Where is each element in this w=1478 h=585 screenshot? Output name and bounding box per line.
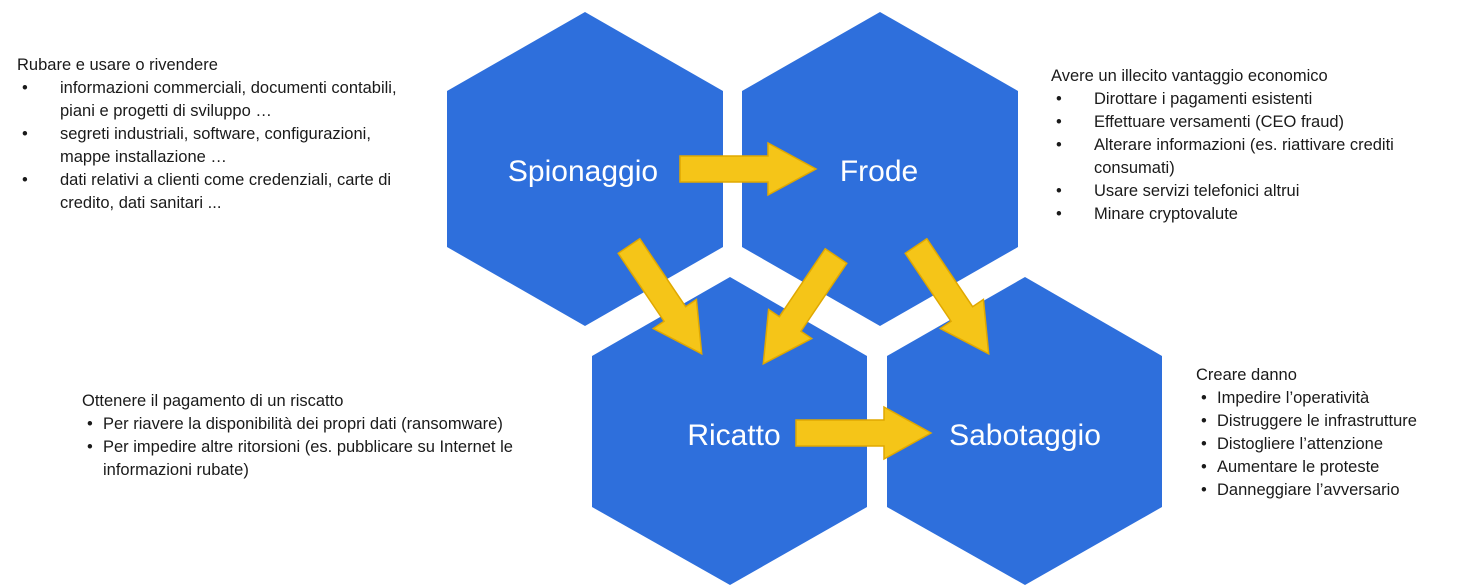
- hexagon-sabotaggio: [887, 277, 1162, 585]
- sabotaggio-description: Creare danno •Impedire l’operatività •Di…: [1196, 364, 1476, 502]
- hexagon-ricatto: [592, 277, 867, 585]
- list-item: •segreti industriali, software, configur…: [22, 125, 371, 166]
- arrow-frode-to-ricatto: [762, 247, 848, 366]
- list-item: •Dirottare i pagamenti esistenti: [1056, 90, 1313, 108]
- list-item: •Usare servizi telefonici altrui: [1056, 182, 1300, 200]
- list-item: •Per impedire altre ritorsioni (es. pubb…: [87, 438, 513, 479]
- frode-description: Avere un illecito vantaggio economico •D…: [1051, 65, 1471, 226]
- list-item: •informazioni commerciali, documenti con…: [22, 79, 397, 120]
- label-frode: Frode: [840, 155, 918, 188]
- label-spionaggio: Spionaggio: [508, 155, 658, 188]
- list-item: •dati relativi a clienti come credenzial…: [22, 171, 392, 212]
- frode-heading: Avere un illecito vantaggio economico: [1051, 67, 1328, 85]
- list-item: •Alterare informazioni (es. riattivare c…: [1056, 136, 1394, 177]
- arrow-spionaggio-to-ricatto: [617, 237, 703, 356]
- ricatto-heading: Ottenere il pagamento di un riscatto: [82, 392, 344, 410]
- arrow-ricatto-to-sabotaggio: [795, 405, 933, 461]
- sabotaggio-heading: Creare danno: [1196, 366, 1297, 384]
- list-item: •Effettuare versamenti (CEO fraud): [1056, 113, 1345, 131]
- arrow-frode-to-sabotaggio: [904, 237, 990, 356]
- list-item: •Impedire l’operatività: [1201, 389, 1370, 407]
- list-item: •Aumentare le proteste: [1201, 458, 1380, 476]
- frode-list: •Dirottare i pagamenti esistenti •Effett…: [1056, 88, 1471, 226]
- list-item: •Per riavere la disponibilità dei propri…: [87, 415, 503, 433]
- spionaggio-description: Rubare e usare o rivendere •informazioni…: [17, 54, 417, 215]
- list-item: •Minare cryptovalute: [1056, 205, 1238, 223]
- hexagon-spionaggio: [447, 12, 723, 326]
- hexagon-frode: [742, 12, 1018, 326]
- sabotaggio-list: •Impedire l’operatività •Distruggere le …: [1201, 387, 1476, 502]
- ricatto-description: Ottenere il pagamento di un riscatto •Pe…: [82, 390, 542, 482]
- list-item: •Danneggiare l’avversario: [1201, 481, 1400, 499]
- arrow-spionaggio-to-frode: [679, 141, 818, 197]
- spionaggio-heading: Rubare e usare o rivendere: [17, 56, 218, 74]
- list-item: •Distruggere le infrastrutture: [1201, 412, 1417, 430]
- spionaggio-list: •informazioni commerciali, documenti con…: [22, 77, 417, 215]
- label-ricatto: Ricatto: [687, 419, 780, 452]
- ricatto-list: •Per riavere la disponibilità dei propri…: [87, 413, 542, 482]
- label-sabotaggio: Sabotaggio: [949, 419, 1101, 452]
- list-item: •Distogliere l’attenzione: [1201, 435, 1384, 453]
